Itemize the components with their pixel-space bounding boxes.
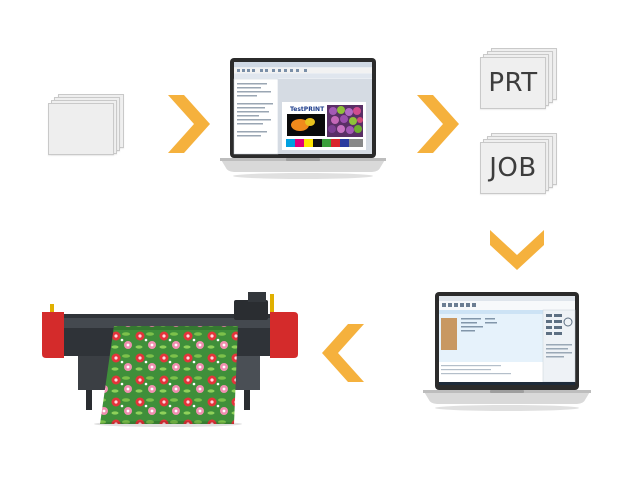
- rip-screen-title: TestPRINT: [290, 106, 325, 113]
- job-file-stack: JOB: [480, 133, 560, 194]
- prt-label: PRT: [488, 68, 538, 98]
- prt-file-stack: PRT: [480, 48, 560, 109]
- prt-file: PRT: [480, 57, 546, 109]
- source-document-stack: [48, 94, 126, 155]
- rip-software-laptop: TestPRINT: [220, 58, 386, 179]
- arrow-right-icon: [417, 95, 459, 153]
- control-software-laptop: [423, 292, 591, 411]
- job-label: JOB: [489, 153, 537, 183]
- job-file: JOB: [480, 142, 546, 194]
- arrow-left-icon: [322, 324, 364, 382]
- textile-printer: [42, 292, 298, 427]
- source-document: [48, 103, 114, 155]
- arrow-right-icon: [168, 95, 210, 153]
- arrow-down-icon: [490, 230, 544, 270]
